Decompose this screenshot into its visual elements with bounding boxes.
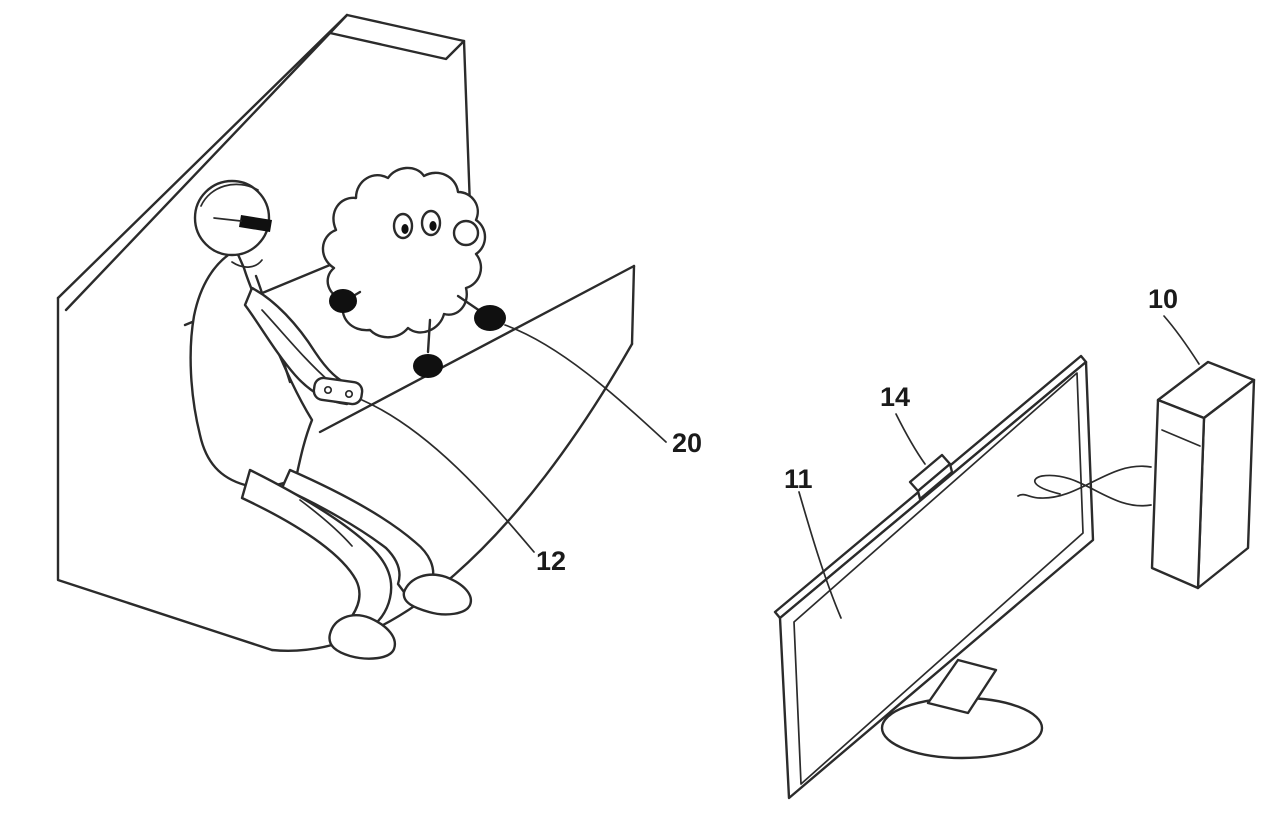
tv-panel [778,360,1095,800]
person-slipper-near [328,614,397,660]
cable-upper [1017,465,1152,499]
robot-ear [452,219,480,247]
label-camera: 14 [880,382,910,412]
tv-stand-neck [926,658,998,715]
robot-foot [413,354,443,378]
label-robot: 20 [672,428,702,458]
console-slot-line [1161,429,1201,447]
leader-line-console [1163,315,1200,365]
robot-pupil-left [401,224,409,234]
game-console [1150,360,1256,590]
cable-lower [1034,474,1152,507]
label-tv: 11 [784,464,813,494]
robot-body [321,166,487,339]
companion-robot [321,166,506,378]
robot-hand-right [474,305,506,331]
reference-numerals: 20 12 11 14 10 [536,284,1178,576]
person-collar [231,259,263,268]
leader-lines [361,315,1200,619]
robot-leg [426,318,432,354]
person-slipper-far [402,573,473,616]
sofa-side-left-edge [56,296,274,652]
game-controller [312,376,364,406]
person-glasses [239,215,272,232]
robot-hand-left [329,289,357,313]
leader-line-tv [798,491,842,619]
camera-device [908,453,954,501]
sofa-front-bottom-edge [270,342,634,653]
controller-stick-right [344,389,354,399]
leader-line-camera [895,413,926,465]
tv-screen-bezel [793,372,1084,785]
sofa-side-inner-edge [64,31,332,312]
leader-line-robot [504,324,667,443]
camera-front-face [916,462,954,501]
person-glasses-temple [213,217,242,222]
sofa-seat-right-edge [630,264,636,346]
sofa-side-top-edge [56,13,349,300]
leader-line-controller [361,399,535,553]
person-hairline [200,183,259,207]
label-console: 10 [1148,284,1178,314]
controller-stick-left [323,385,333,395]
cables [1017,465,1152,507]
robot-pupil-right [429,221,437,231]
person-head [193,179,271,257]
person [189,179,473,660]
label-controller: 12 [536,546,566,576]
robot-arm-right [456,294,482,313]
tv-stand [880,658,1044,760]
person-trouser-crease [299,499,353,547]
console-front-face [1150,398,1206,590]
person-arm-inner-line [261,309,331,383]
